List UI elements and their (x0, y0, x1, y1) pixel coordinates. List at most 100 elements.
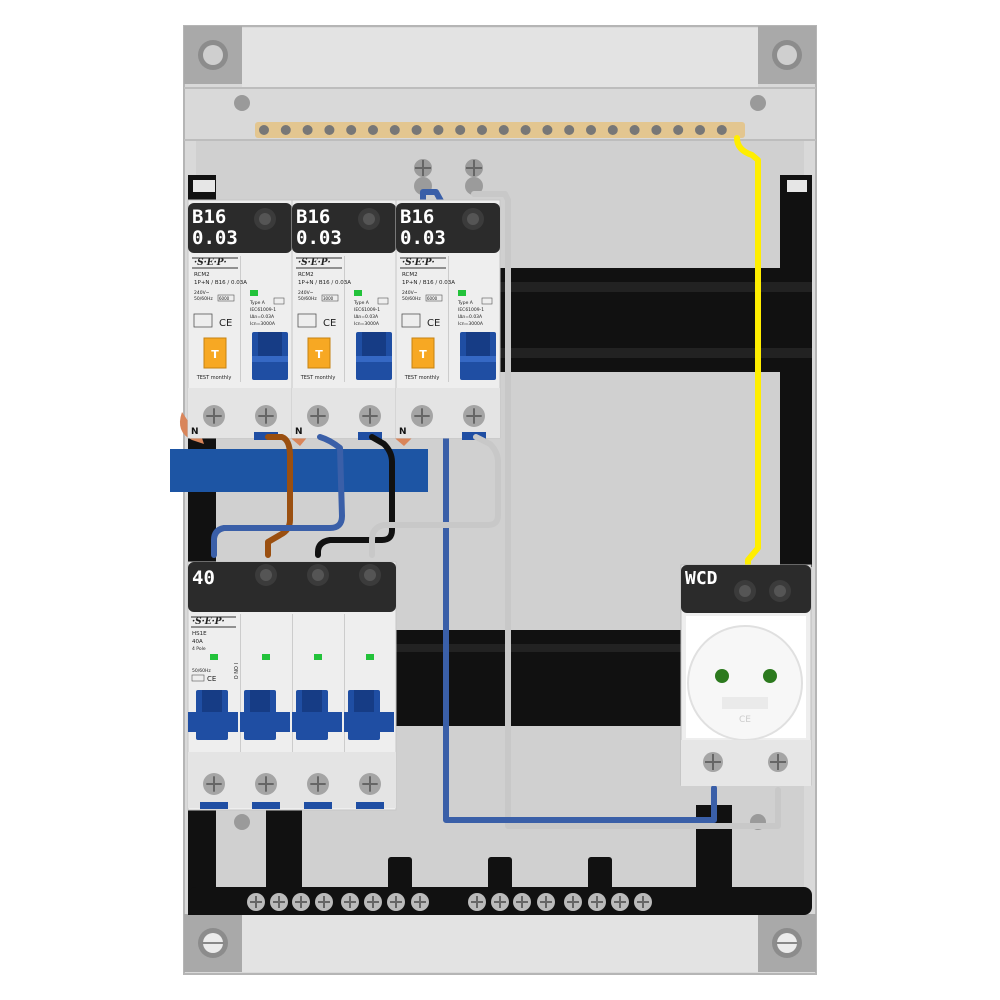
kema-mark (193, 313, 213, 328)
status-led (210, 654, 218, 660)
status-led (366, 654, 374, 660)
neutral-marker: N (399, 427, 407, 437)
neutral-terminal-bar (188, 805, 812, 915)
rcbo-brand: ·S·E·P· (298, 258, 331, 268)
main-switch-toggle[interactable] (240, 690, 290, 740)
wiring-front (211, 434, 501, 558)
terminal-screw (359, 773, 381, 795)
breaker-toggle[interactable] (252, 332, 288, 380)
terminal-clip (356, 802, 384, 809)
plate-screw (750, 95, 766, 111)
test-button[interactable]: T (307, 337, 331, 369)
main-switch-toggle[interactable] (188, 690, 238, 740)
main-switch-frequency: 50/60Hz (192, 668, 211, 674)
wire-blue (211, 434, 345, 558)
rcbo-breaking-capacity: Icn=3000A (250, 321, 276, 327)
corner-screw-top-right (758, 26, 816, 84)
main-switch-model: HS1E (192, 631, 207, 637)
earth-bar-hole (368, 125, 378, 135)
test-instruction: TEST monthly (300, 375, 336, 381)
rcbo-code: 6000 (219, 296, 230, 301)
status-led (250, 290, 258, 296)
rcbo-model: RCM2 (194, 272, 210, 278)
socket-label: WCD (685, 568, 718, 589)
rcbo-standard: IEC61009-1 (250, 307, 276, 313)
neutral-marker: N (295, 427, 303, 437)
test-button[interactable]: T (411, 337, 435, 369)
comb-busbar-body (170, 449, 428, 492)
main-switch-current: 40A (192, 639, 203, 645)
earth-bar-hole (389, 125, 400, 135)
terminal-screw (307, 773, 329, 795)
wire-black (315, 434, 395, 558)
rcbo-type: Type A (353, 300, 370, 306)
rcbo-code: 3000 (323, 296, 334, 301)
rcbo-code: 6000 (427, 296, 438, 301)
corner-screw-top-left (184, 26, 242, 84)
rcbo-brand: ·S·E·P· (402, 258, 435, 268)
socket-outlet: WCD CE (680, 564, 812, 786)
rcbo-voltage: 240V~ (298, 290, 314, 296)
main-switch-brand: ·S·E·P· (192, 617, 225, 627)
socket-pin-hole (763, 669, 777, 683)
rcbo-sensitivity: 0.03 (400, 227, 446, 249)
test-button-label: T (211, 348, 219, 361)
rcbo-rating: B16 (192, 206, 226, 228)
terminal-screw (255, 405, 277, 427)
rcbo-residual-current: IΔn=0.03A (354, 314, 379, 320)
rcbo-standard: IEC61009-1 (354, 307, 380, 313)
wire-grey (369, 434, 501, 558)
earth-bar-hole (520, 125, 531, 135)
earth-bar-hole (433, 125, 444, 135)
test-button-label: T (315, 348, 323, 361)
rcbo-spec: 1P+N / B16 / 0.03A (298, 280, 351, 286)
corner-screw-bottom-left (184, 914, 242, 972)
rcbo-model: RCM2 (298, 272, 314, 278)
test-button-label: T (419, 348, 427, 361)
rcbo-rating: B16 (400, 206, 434, 228)
earth-bar-hole (498, 125, 509, 135)
rcbo-residual-current: IΔn=0.03A (458, 314, 483, 320)
main-switch-toggle[interactable] (292, 690, 342, 740)
breaker-toggle[interactable] (460, 332, 496, 380)
rcbo-spec: 1P+N / B16 / 0.03A (194, 280, 247, 286)
ce-mark: CE (323, 318, 336, 329)
terminal-screw (411, 405, 433, 427)
earth-bar-hole (259, 125, 269, 135)
plate-screw (234, 814, 250, 830)
rcbo-frequency: 50/60Hz (402, 296, 421, 302)
ce-mark: CE (207, 675, 216, 683)
main-switch-rating: 40 (192, 567, 215, 589)
rcbo-sensitivity: 0.03 (296, 227, 342, 249)
rcbo-type: Type A (249, 300, 266, 306)
on-off-marking: I ON O (232, 663, 238, 679)
test-button[interactable]: T (203, 337, 227, 369)
terminal-clip (304, 802, 332, 809)
main-switch-toggle[interactable] (344, 690, 394, 740)
earth-bar-hole (324, 125, 335, 135)
rcbo-standard: IEC61009-1 (458, 307, 484, 313)
status-led (314, 654, 322, 660)
kema-mark (401, 313, 421, 328)
main-switch-poles: 4 Pole (192, 646, 206, 652)
earth-bar-hole (716, 125, 727, 135)
rcbo-model: RCM2 (402, 272, 418, 278)
earth-bar-hole (629, 125, 640, 135)
earth-bar-hole (695, 125, 705, 135)
terminal-clip (252, 802, 280, 809)
earth-bar-hole (586, 125, 596, 135)
rcbo-brand: ·S·E·P· (194, 258, 227, 268)
earth-bar-hole (607, 125, 618, 135)
breaker-toggle[interactable] (356, 332, 392, 380)
rcbo-spec: 1P+N / B16 / 0.03A (402, 280, 455, 286)
earth-bar-hole (542, 125, 553, 135)
earth-bar-hole (280, 125, 291, 135)
earth-bar-hole (651, 125, 662, 135)
rcbo-type: Type A (457, 300, 474, 306)
earth-bar-hole (302, 125, 313, 135)
wire-yellow-earth (734, 135, 761, 593)
earth-terminal-bar (255, 122, 745, 138)
corner-screw-bottom-right (758, 914, 816, 972)
